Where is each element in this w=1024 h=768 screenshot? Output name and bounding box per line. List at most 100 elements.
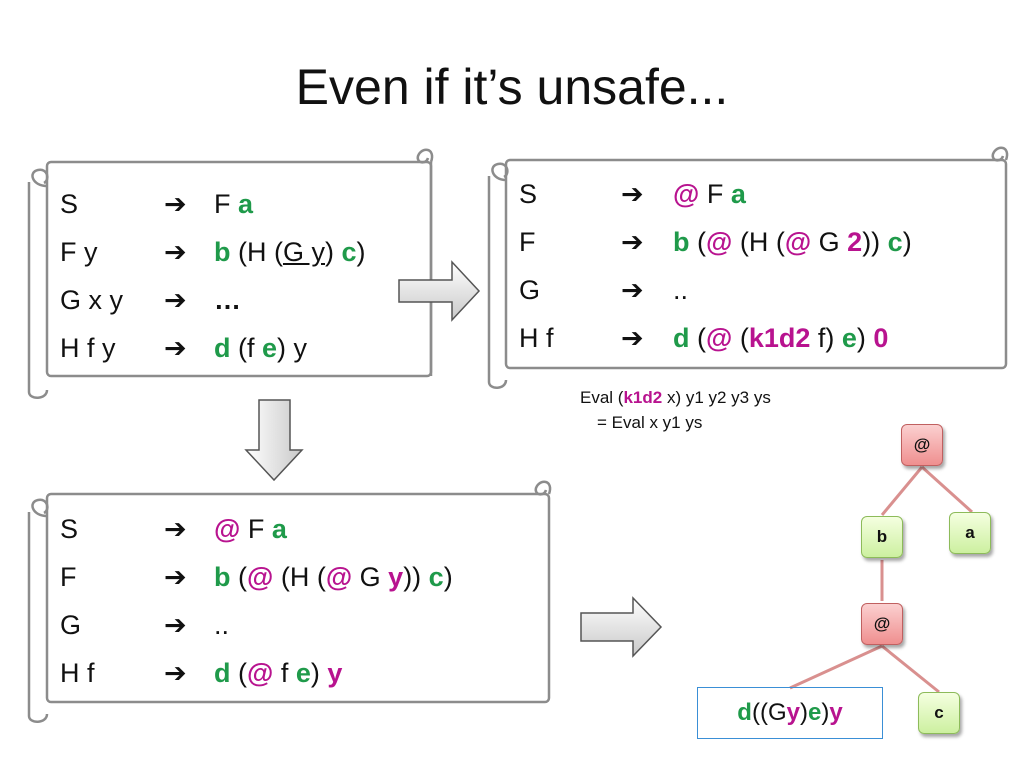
rewrite-arrow-icon: ➔ [621,227,644,257]
expr-token: G [811,227,848,257]
expr-token: e [295,658,311,688]
slide-title: Even if it’s unsafe... [295,59,729,115]
rule-lhs: S [519,179,538,209]
expr-token: 2 [847,227,863,257]
expr-token: ) [443,562,453,592]
expr-token: ( [689,323,706,353]
rule-rhs: b (H (G y) c) [214,228,366,276]
rule-rhs: F a [214,180,253,228]
rule-lhs: H f [519,323,554,353]
expr-token: @ [247,658,274,688]
expr-token: )) [403,562,429,592]
expr-token: b [214,237,231,267]
eval-note: Eval (k1d2 x) y1 y2 y3 ys = Eval x y1 ys [580,385,771,435]
rule-row: S➔@ F a [519,170,1004,218]
rule-lhs: G x y [60,285,124,315]
expr-token: k1d2 [748,323,811,353]
rule-lhs: F [60,562,77,592]
expr-token: f [273,658,296,688]
arrow-down-icon [244,399,304,482]
tree-node-inner-apply: @ [861,603,903,645]
rule-rhs: d (@ f e) y [214,649,342,697]
rule-rhs: d (@ (k1d2 f) e) 0 [673,314,888,362]
rule-row: G ➔.. [519,266,1004,314]
expr-token: ( [689,227,706,257]
expr-token: b [214,562,231,592]
rule-rhs: .. [673,266,688,314]
rule-row: G x y➔… [60,276,430,324]
rule-lhs: S [60,189,79,219]
expr-token: @ [325,562,353,592]
expr-token: @ [214,514,241,544]
expr-token: a [238,189,254,219]
rule-row: S➔F a [60,180,430,228]
scroll-box-2 [487,146,1009,389]
expr-token: a [730,179,746,209]
expr-token: k1d2 [623,388,663,407]
rule-row: F y ➔ b (H (G y) c) [60,228,430,276]
tree-leaf-expression: d ((G y) e) y [697,687,883,739]
expr-token: (f [230,333,262,363]
expr-token: b [673,227,690,257]
expr-token: F [214,189,238,219]
rule-row: F ➔ b (@ (H (@ G 2)) c) [519,218,1004,266]
expr-token: y [327,658,343,688]
rule-row: S➔@ F a [60,505,545,553]
rewrite-arrow-icon: ➔ [164,333,187,363]
expr-token: G y [282,237,325,267]
expr-token: d [214,333,231,363]
expr-token: e [262,333,278,363]
expr-token: y [388,562,404,592]
expr-token: a [271,514,287,544]
rule-lhs: F y [60,237,98,267]
rule-lhs: F [519,227,536,257]
expr-token: ( [230,658,247,688]
expr-token: (H ( [230,237,283,267]
tree-node-c: c [918,692,960,734]
rule-lhs: H f [60,658,95,688]
expr-token: f) [810,323,842,353]
rewrite-arrow-icon: ➔ [164,658,187,688]
rule-row: F➔b (@ (H (@ G y)) c) [60,553,545,601]
tree-node-a: a [949,512,991,554]
expr-token: F [240,514,272,544]
rule-lhs: G [519,275,541,305]
expr-token: d [214,658,231,688]
expr-token: y [786,699,800,726]
rewrite-arrow-icon: ➔ [621,275,644,305]
rewrite-arrow-icon: ➔ [164,237,187,267]
expr-token: y [829,699,843,726]
expr-token: c [341,237,357,267]
expr-token: (H ( [732,227,785,257]
expr-token: F [699,179,731,209]
rewrite-arrow-icon: ➔ [164,562,187,592]
expr-token: (H ( [273,562,326,592]
scroll-box-1 [27,148,434,399]
eval-note-line-1: Eval (k1d2 x) y1 y2 y3 ys [580,385,771,410]
tree-node-root-apply: @ [901,424,943,466]
expr-token: … [214,285,241,315]
rewrite-arrow-icon: ➔ [621,323,644,353]
rule-lhs: G [60,610,82,640]
rule-lhs: H f y [60,333,116,363]
expr-token: @ [706,227,733,257]
expr-token: c [428,562,444,592]
tree-node-b: b [861,516,903,558]
rule-row: H f y➔d (f e) y [60,324,430,372]
scroll-box-3 [27,480,552,723]
rule-rhs: b (@ (H (@ G 2)) c) [673,218,912,266]
rule-row: H f ➔ d (@ (k1d2 f) e) 0 [519,314,1004,362]
expr-token: G [352,562,389,592]
expr-token: 0 [873,323,889,353]
expr-token: ( [230,562,247,592]
arrow-right-icon-bottom [580,596,663,658]
expr-token: ( [732,323,749,353]
rule-lhs: S [60,514,79,544]
expr-token: d [737,699,752,726]
rule-rhs: b (@ (H (@ G y)) c) [214,553,453,601]
expr-token: ) [821,699,830,726]
rewrite-arrow-icon: ➔ [621,179,644,209]
